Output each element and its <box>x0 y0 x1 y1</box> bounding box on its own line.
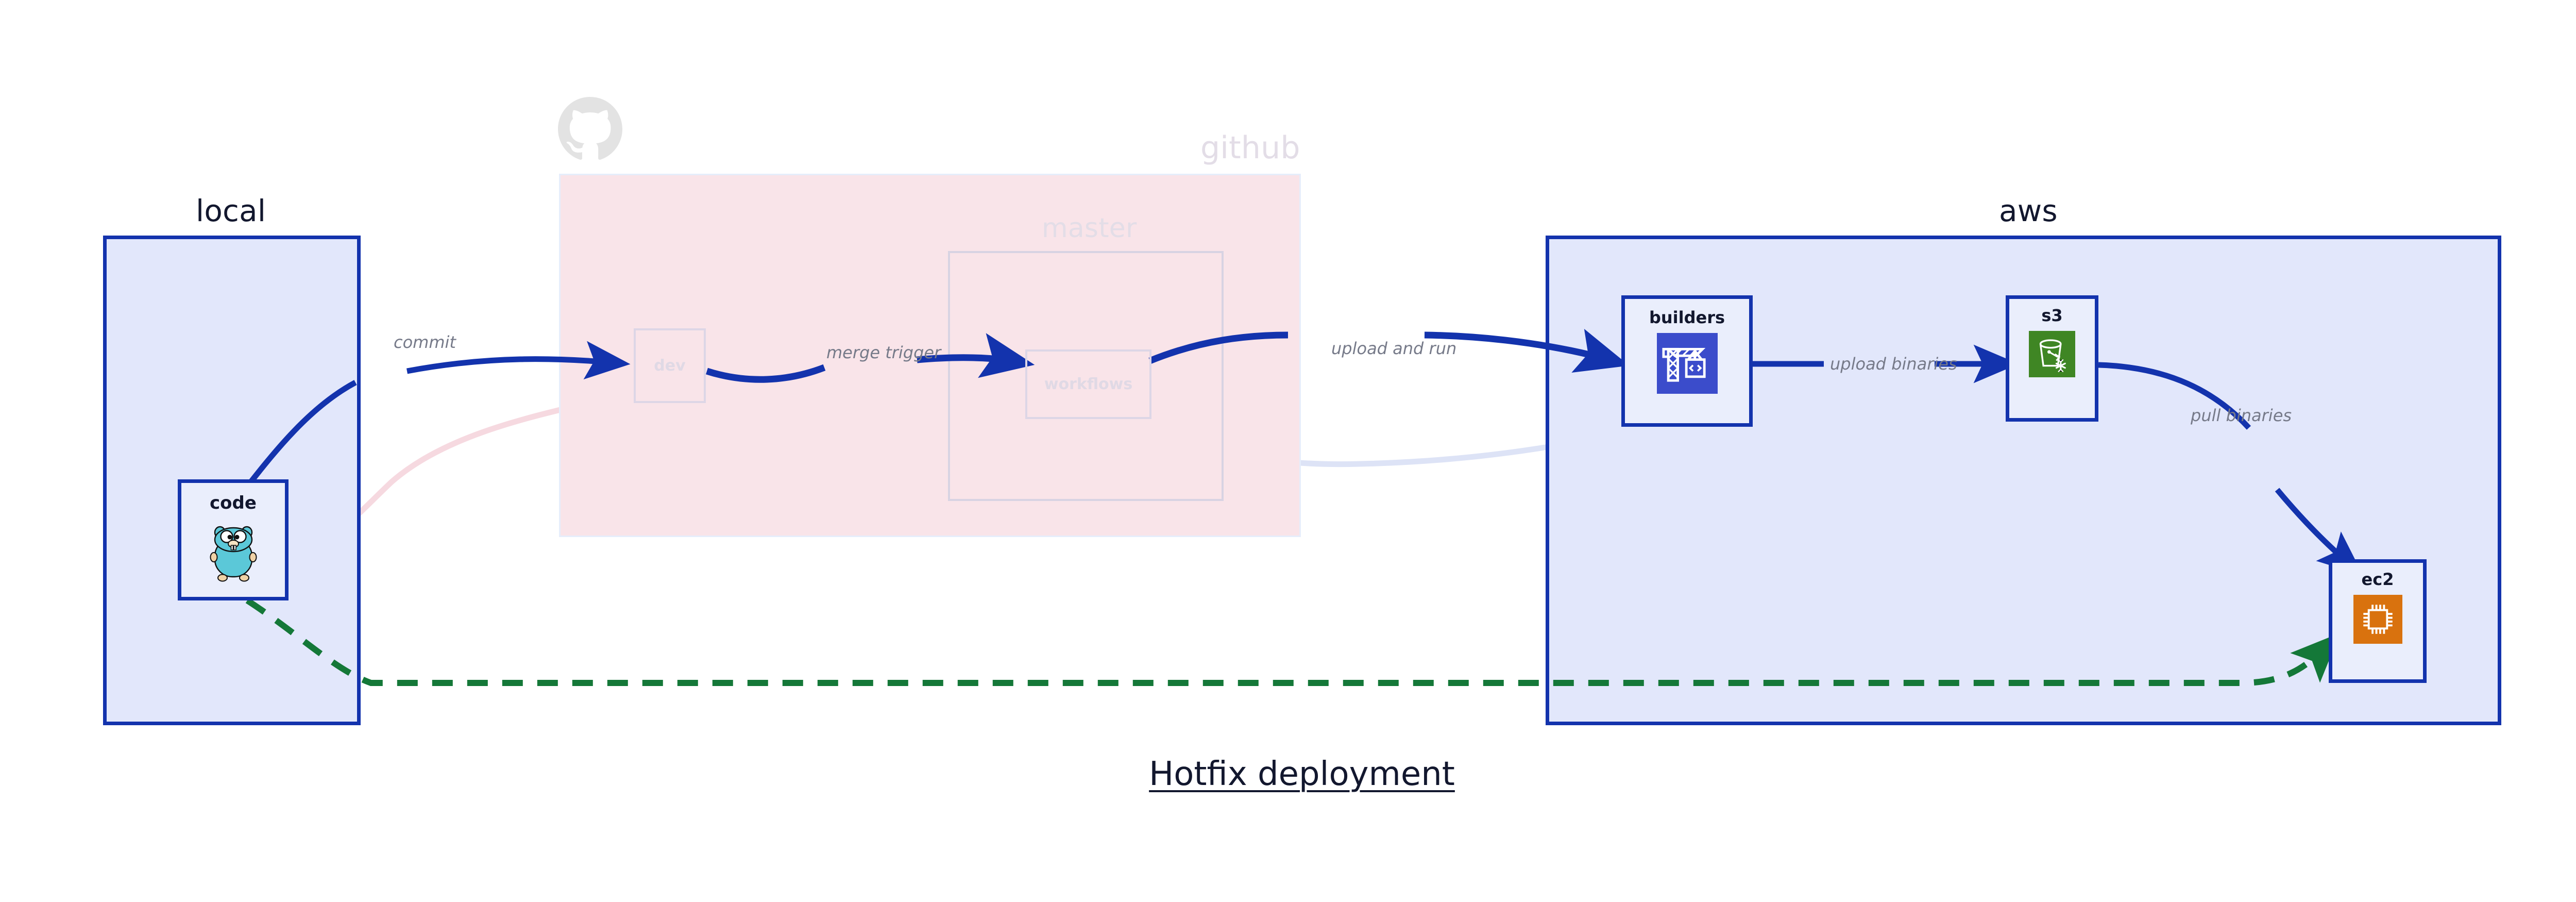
node-label-ec2: ec2 <box>2361 570 2394 589</box>
aws-s3-icon <box>2029 331 2075 377</box>
group-title-master: master <box>1042 213 1137 244</box>
node-s3[interactable]: s3 <box>2006 295 2098 422</box>
go-gopher-icon <box>206 521 261 584</box>
group-title-aws: aws <box>1999 193 2058 228</box>
aws-codebuild-icon <box>1656 333 1718 394</box>
node-label-code: code <box>210 493 257 513</box>
edge-label-upload-and-run: upload and run <box>1329 340 1459 357</box>
node-label-workflows: workflows <box>1044 375 1133 393</box>
node-ec2[interactable]: ec2 <box>2329 559 2427 683</box>
node-label-builders: builders <box>1649 308 1725 327</box>
node-builders[interactable]: builders <box>1621 295 1753 427</box>
node-label-dev: dev <box>654 356 686 375</box>
group-title-local: local <box>196 193 266 228</box>
group-title-github: github <box>1200 130 1300 166</box>
diagram-caption: Hotfix deployment <box>1149 755 1455 793</box>
edge-label-commit: commit <box>392 334 458 350</box>
node-label-s3: s3 <box>2041 306 2063 325</box>
group-master[interactable] <box>948 251 1224 501</box>
aws-ec2-icon <box>2353 595 2402 644</box>
node-workflows[interactable]: workflows <box>1025 349 1151 419</box>
node-dev[interactable]: dev <box>634 328 706 403</box>
edge-label-merge-trigger: merge trigger <box>826 343 941 362</box>
edge-label-pull-binaries: pull binaries <box>2191 406 2292 425</box>
github-octocat-icon <box>558 97 622 161</box>
node-code[interactable]: code <box>178 479 289 600</box>
edge-label-upload-binaries: upload binaries <box>1830 354 1957 374</box>
